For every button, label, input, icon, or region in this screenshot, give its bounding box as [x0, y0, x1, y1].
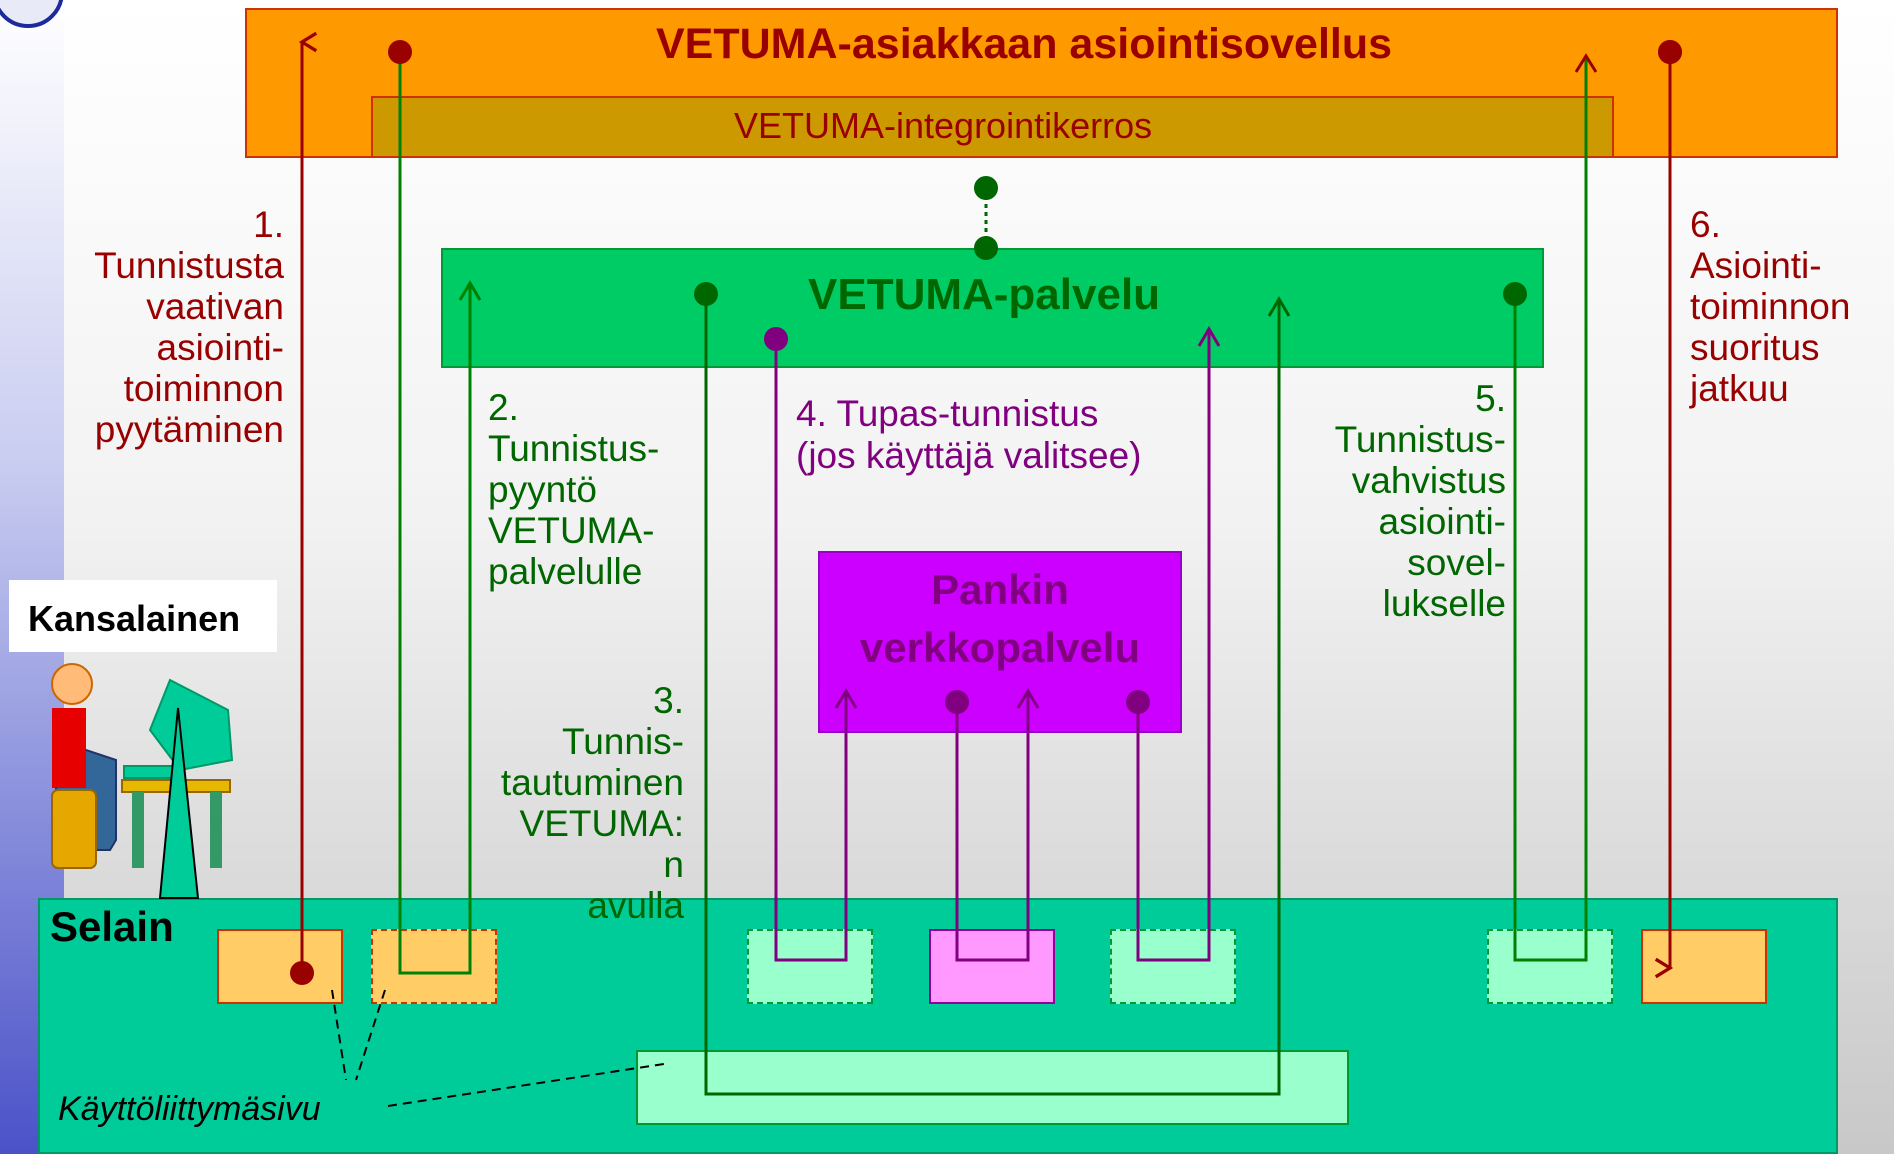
logo-circle-icon	[0, 0, 64, 28]
integration-layer-box	[371, 96, 1614, 158]
citizen-label-box	[9, 580, 277, 652]
bank-title-line2: verkkopalvelu	[859, 624, 1141, 671]
bank-box	[818, 551, 1182, 733]
step-2-label: 2.Tunnistus-pyyntö VETUMA-palvelulle	[488, 387, 660, 592]
application-title: VETUMA-asiakkaan asiointisovellus	[656, 20, 1393, 68]
browser-label: Selain	[50, 903, 174, 950]
citizen-illustration-icon	[51, 663, 234, 899]
ui-wide-box	[636, 1050, 1349, 1125]
citizen-label: Kansalainen	[28, 598, 241, 639]
page-box-3	[747, 929, 873, 1004]
page-box-6	[1487, 929, 1613, 1004]
page-box-5	[1110, 929, 1236, 1004]
page-box-4	[929, 929, 1055, 1004]
vetuma-service-title: VETUMA-palvelu	[808, 270, 1161, 319]
step-4-label: 4. Tupas-tunnistus(jos käyttäjä valitsee…	[796, 393, 1142, 476]
integration-layer-label: VETUMA-integrointikerros	[734, 105, 1153, 146]
vetuma-service-box	[441, 248, 1544, 368]
page-box-1	[217, 929, 343, 1004]
step-5-label: 5.Tunnistus-vahvistus asiointi-sovel-luk…	[1334, 378, 1506, 624]
page-box-2	[371, 929, 497, 1004]
bank-title-line1: Pankin	[931, 566, 1069, 613]
ui-page-label: Käyttöliittymäsivu	[58, 1090, 321, 1128]
